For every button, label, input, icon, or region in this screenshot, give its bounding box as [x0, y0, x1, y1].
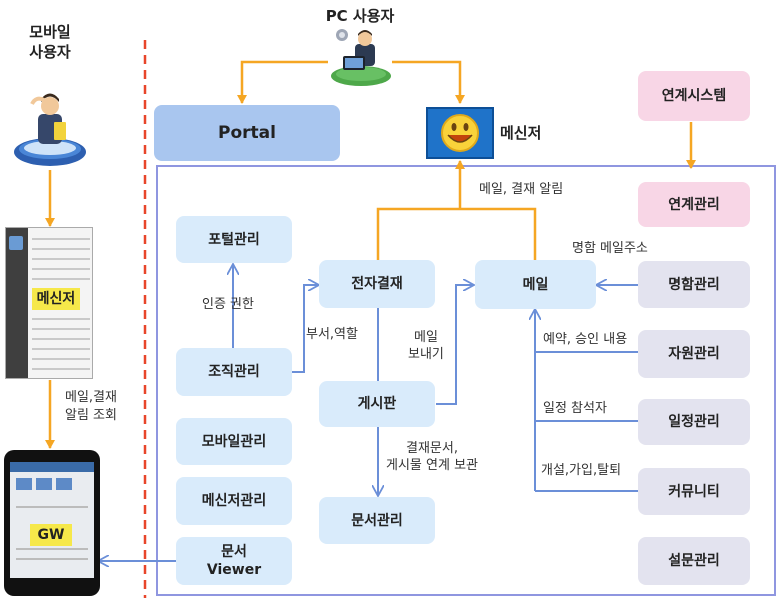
edge-label-send-mail: 메일 보내기 — [408, 330, 444, 362]
arrow-board-to-mail — [436, 285, 473, 405]
arrow-pc-to-portal — [237, 60, 328, 104]
phone-gw-label: GW — [30, 524, 72, 546]
node-org-manage: 조직관리 — [176, 348, 292, 396]
edge-label-open-join-leave: 개설,가입,탈퇴 — [541, 463, 622, 478]
mobile-phone-gw: GW — [4, 450, 100, 596]
phone-gw-screen: GW — [10, 462, 94, 578]
arrow-pc-to-messenger — [392, 60, 465, 104]
node-link-system: 연계시스템 — [638, 71, 750, 121]
node-portal: Portal — [154, 105, 340, 161]
node-portal-manage: 포털관리 — [176, 216, 292, 263]
mobile-user-label: 모바일 사용자 — [29, 23, 71, 61]
phone-avatar — [9, 236, 23, 250]
edge-label-approval-doc-keep: 결재문서, 게시물 연계 보관 — [386, 441, 478, 473]
edge-label-schedule-attendee: 일정 참석자 — [543, 401, 607, 416]
node-survey-manage: 설문관리 — [638, 537, 750, 585]
node-mobile-manage: 모바일관리 — [176, 418, 292, 465]
node-doc-manage: 문서관리 — [319, 497, 435, 544]
mobile-phone-messenger: 메신저 — [5, 227, 93, 379]
node-doc-viewer: 문서 Viewer — [176, 537, 292, 585]
node-card-manage: 명함관리 — [638, 261, 750, 308]
node-e-approval: 전자결재 — [319, 260, 435, 308]
node-board: 게시판 — [319, 381, 435, 427]
node-schedule-manage: 일정관리 — [638, 399, 750, 445]
edge-label-card-mail-address: 명함 메일주소 — [572, 241, 648, 256]
edge-label-auth: 인증 권한 — [202, 297, 254, 312]
edge-label-dept-role: 부서,역할 — [306, 327, 358, 342]
messenger-icon — [426, 107, 494, 159]
mobile-user-icon — [14, 93, 86, 166]
node-link-manage: 연계관리 — [638, 182, 750, 227]
arrow-alert-to-messenger — [376, 161, 537, 260]
smiley-icon — [441, 114, 479, 152]
phone-messenger-label: 메신저 — [32, 288, 80, 310]
node-messenger-manage: 메신저관리 — [176, 477, 292, 525]
node-community: 커뮤니티 — [638, 468, 750, 515]
edge-label-reserve-approve: 예약, 승인 내용 — [543, 332, 628, 347]
arrow-org-to-approval — [292, 285, 318, 373]
pc-user-label: PC 사용자 — [325, 7, 395, 25]
mobile-query-label: 메일,결재 알림 조회 — [65, 390, 117, 423]
edge-label-mail-approval-alert: 메일, 결재 알림 — [479, 182, 564, 197]
node-mail: 메일 — [475, 260, 596, 309]
node-resource-manage: 자원관리 — [638, 330, 750, 378]
pc-user-icon — [331, 29, 391, 86]
phone-sidebar — [6, 228, 28, 378]
messenger-label: 메신저 — [500, 124, 542, 142]
